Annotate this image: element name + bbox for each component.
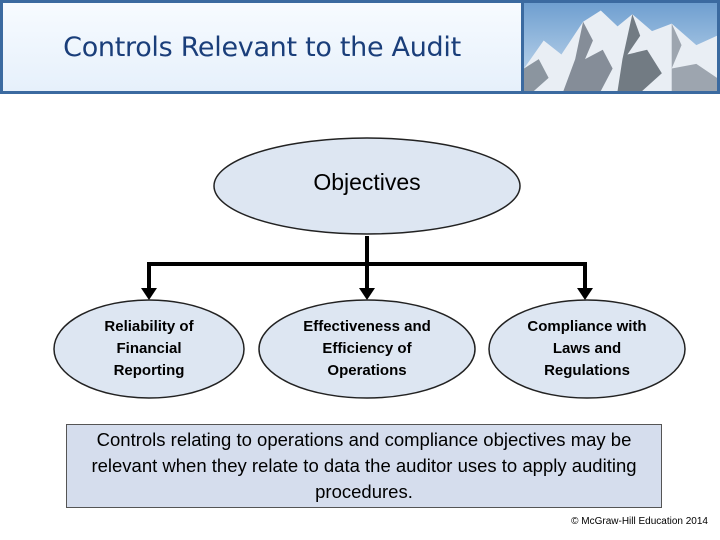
- arrowhead-middle: [359, 288, 375, 300]
- mountain-image: [524, 0, 720, 94]
- mountain-illustration: [524, 3, 717, 91]
- page-title: Controls Relevant to the Audit: [63, 31, 461, 63]
- reliability-ellipse: [53, 299, 245, 399]
- effectiveness-ellipse: [258, 299, 476, 399]
- arrowhead-left: [141, 288, 157, 300]
- objectives-label: Objectives: [313, 169, 421, 195]
- compliance-ellipse: [488, 299, 686, 399]
- arrowhead-right: [577, 288, 593, 300]
- compliance-label: Compliance with Laws and Regulations: [527, 318, 647, 379]
- title-banner: Controls Relevant to the Audit: [0, 0, 524, 94]
- copyright-text: © McGraw-Hill Education 2014: [571, 516, 708, 527]
- note-text: Controls relating to operations and comp…: [91, 429, 637, 502]
- effectiveness-label: Effectiveness and Efficiency of Operatio…: [303, 318, 431, 379]
- objectives-ellipse: [213, 137, 521, 235]
- note-box: Controls relating to operations and comp…: [66, 424, 662, 508]
- reliability-label: Reliability of Financial Reporting: [104, 318, 194, 379]
